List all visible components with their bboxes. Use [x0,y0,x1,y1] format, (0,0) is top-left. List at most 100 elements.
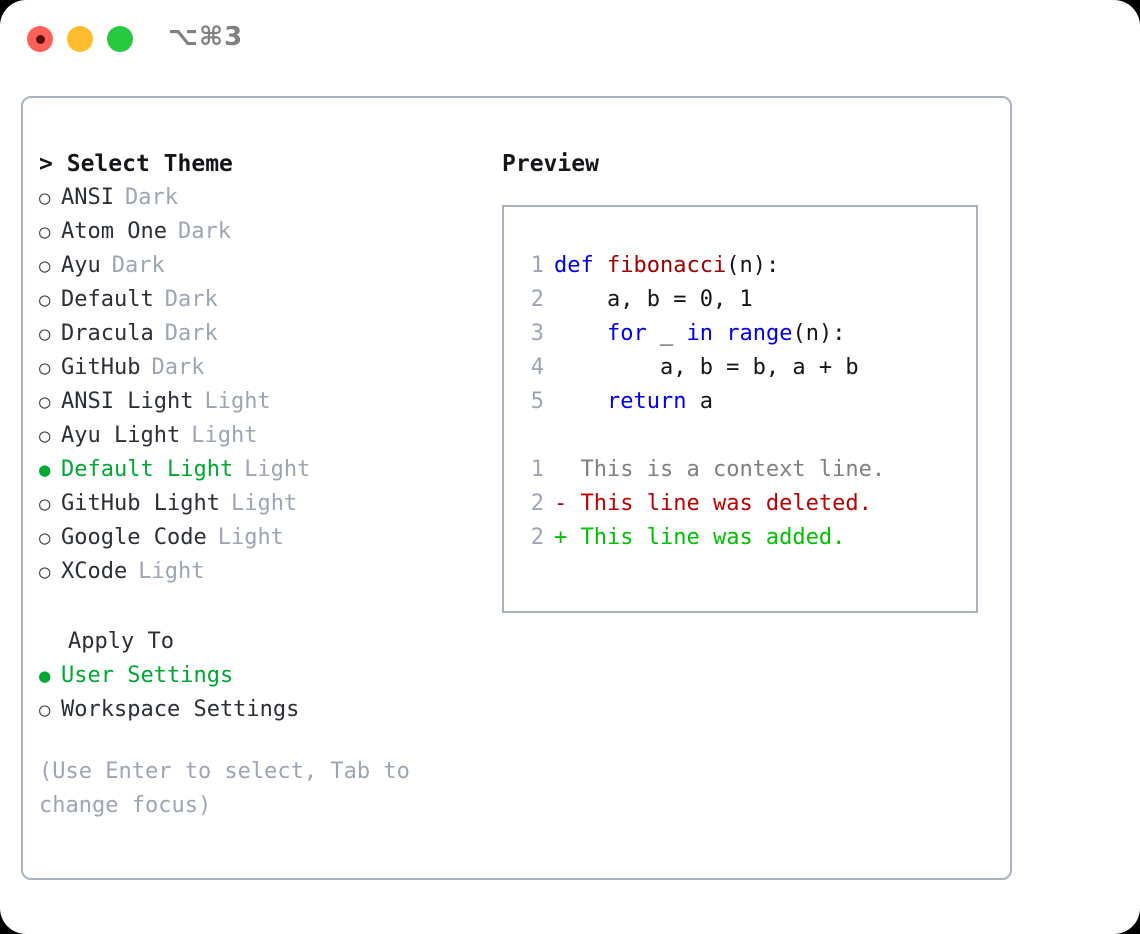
code-token [554,317,607,351]
code-line: 3 for _ in range(n): [516,317,885,351]
theme-option-label: Default Light [61,457,234,482]
diff-line: 2+ This line was added. [516,521,885,555]
theme-option-tag: Dark [151,355,205,380]
theme-option[interactable]: ○ GitHub Light Light [39,487,479,521]
radio-unselected-icon: ○ [39,255,51,277]
radio-unselected-icon: ○ [39,425,51,447]
radio-unselected-icon: ○ [39,493,51,515]
radio-selected-icon: ● [39,459,51,481]
theme-option-tag: Light [204,389,271,414]
code-token: a, b = 0, 1 [554,287,753,312]
line-number: 1 [530,253,544,278]
theme-option-tag: Light [191,423,258,448]
theme-option-label: XCode [61,559,128,584]
theme-option-tag: Dark [164,287,218,312]
minimize-button[interactable] [67,26,93,52]
traffic-lights [27,26,133,52]
diff-text: This line was deleted. [580,491,872,516]
theme-option-tag: Dark [111,253,165,278]
theme-option[interactable]: ○ Dracula Dark [39,317,479,351]
radio-unselected-icon: ○ [39,323,51,345]
section-spacer [39,589,479,625]
line-number: 1 [530,457,544,482]
theme-option-tag: Light [217,525,284,550]
theme-option[interactable]: ○ Default Dark [39,283,479,317]
code-token: return [606,389,700,414]
code-token [554,385,607,419]
line-number: 2 [530,287,544,312]
apply-to-option[interactable]: ● User Settings [39,659,479,693]
code-token: _ [659,321,687,346]
theme-option[interactable]: ● Default Light Light [39,453,479,487]
diff-text: This is a context line. [580,457,886,482]
line-number: 5 [530,389,544,414]
apply-to-option-label: Workspace Settings [61,697,300,722]
preview-heading: Preview [502,151,599,177]
line-number: 3 [530,321,544,346]
code-token: fibonacci [606,253,727,278]
theme-option-label: Default [61,287,154,312]
theme-option[interactable]: ○ ANSI Light Light [39,385,479,419]
apply-to-list: ● User Settings ○ Workspace Settings [39,659,479,727]
diff-marker: - [554,491,581,516]
maximize-button[interactable] [107,26,133,52]
diff-line: 2- This line was deleted. [516,487,885,521]
code-token: a [699,389,713,414]
keyboard-shortcut-label: ⌥⌘3 [168,22,244,52]
code-token: for [606,321,660,346]
theme-option-tag: Light [244,457,311,482]
radio-unselected-icon: ○ [39,561,51,583]
radio-unselected-icon: ○ [39,357,51,379]
apply-to-option[interactable]: ○ Workspace Settings [39,693,479,727]
theme-option-label: Dracula [61,321,154,346]
title-bar: ⌥⌘3 [0,0,1140,78]
code-token: a, b = b, a + b [554,355,859,380]
apply-to-heading: Apply To [68,629,174,654]
line-number: 4 [530,355,544,380]
theme-option-tag: Light [138,559,205,584]
theme-option-tag: Dark [164,321,218,346]
radio-unselected-icon: ○ [39,289,51,311]
code-token: (n): [792,321,846,346]
code-token: (n): [726,253,780,278]
theme-option-label: ANSI Light [61,389,194,414]
line-number: 2 [530,525,544,550]
diff-marker: + [554,525,581,550]
radio-unselected-icon: ○ [39,527,51,549]
radio-unselected-icon: ○ [39,699,51,721]
code-token: def [554,253,607,278]
code-token: in [686,321,727,346]
code-line: 4 a, b = b, a + b [516,351,885,385]
radio-unselected-icon: ○ [39,391,51,413]
theme-picker-heading: > Select Theme [39,147,479,181]
apply-to-option-label: User Settings [61,663,234,688]
code-line: 1 def fibonacci(n): [516,249,885,283]
radio-unselected-icon: ○ [39,187,51,209]
radio-unselected-icon: ○ [39,221,51,243]
line-number: 2 [530,491,544,516]
theme-option-tag: Light [230,491,298,516]
diff-marker [554,453,581,487]
theme-option-label: GitHub [61,355,141,380]
theme-option[interactable]: ○ GitHub Dark [39,351,479,385]
theme-option-label: ANSI [61,185,114,210]
theme-option-label: Ayu Light [61,423,181,448]
close-button[interactable] [27,26,53,52]
code-line: 5 return a [516,385,885,419]
code-line: 2 a, b = 0, 1 [516,283,885,317]
theme-option[interactable]: ○ XCode Light [39,555,479,589]
theme-option-tag: Dark [177,219,231,244]
theme-option-label: GitHub Light [61,491,220,516]
theme-option[interactable]: ○ Ayu Light Light [39,419,479,453]
radio-selected-icon: ● [39,665,51,687]
